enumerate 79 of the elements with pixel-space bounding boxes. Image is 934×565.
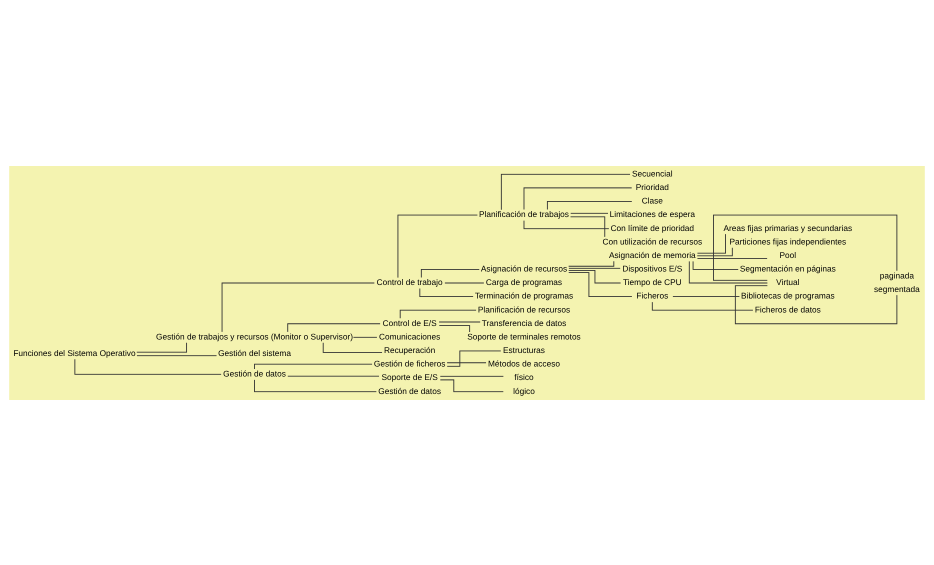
node-text: Soporte de terminales remotos [467, 330, 581, 341]
node-text: Dispositivos E/S [622, 263, 682, 274]
node-text: Virtual [776, 276, 800, 287]
node-text: Transferencia de datos [482, 317, 566, 328]
connector [692, 260, 739, 270]
node-text: Gestión del sistema [218, 348, 291, 358]
connector [254, 363, 373, 369]
connector [419, 288, 474, 297]
connector [568, 267, 621, 268]
connector [446, 350, 502, 366]
node-text: Clase [642, 195, 663, 206]
connector [438, 324, 470, 332]
node-text: Ficheros de datos [754, 304, 821, 314]
node-text: segmentada [874, 283, 920, 294]
node-text: Ficheros [636, 290, 668, 300]
node-text: Gestión de datos [378, 385, 441, 396]
connector [322, 342, 382, 352]
connector [696, 246, 733, 256]
node-text: Soporte de E/S [381, 372, 438, 382]
node-text: Gestión de trabajos y recursos (Monitor o Supervisor) [156, 330, 353, 341]
connector [734, 284, 898, 324]
connector [287, 375, 380, 376]
connector [570, 216, 606, 237]
connector [713, 214, 898, 280]
connector [570, 212, 608, 214]
node-text: Asignación de recursos [480, 263, 568, 274]
node-text: Comunicaciones [378, 330, 440, 341]
connector [688, 260, 768, 283]
node-text: Gestión de datos [223, 368, 286, 378]
node-text: Recuperación [384, 344, 436, 355]
node-text: Segmentación en páginas [740, 263, 836, 274]
node-text: Particiones fijas independientes [729, 236, 846, 246]
node-text: Control de trabajo [376, 276, 443, 287]
connector [440, 378, 504, 392]
node-text: Limitaciones de espera [610, 208, 695, 219]
node-text: Planificación de trabajos [479, 208, 569, 219]
node-text: Areas fijas primarias y secundarias [723, 222, 852, 232]
connector [568, 272, 632, 297]
node-text: Planificación de recursos [478, 304, 570, 314]
node-text: Control de E/S [382, 317, 437, 328]
connector [444, 282, 484, 283]
connector [136, 354, 218, 356]
connector [400, 309, 477, 318]
node-text: Con límite de prioridad [610, 222, 694, 232]
connector [696, 233, 726, 254]
node-text: paginada [880, 270, 914, 280]
node-text: Carga de programas [486, 276, 562, 287]
connector [568, 260, 614, 266]
connector [500, 173, 630, 210]
connector [438, 321, 481, 322]
connector [652, 301, 754, 310]
node-text: Bibliotecas de programas [740, 290, 835, 300]
node-text: Secuencial [632, 168, 673, 178]
node-text: Terminación de programas [474, 290, 574, 300]
node-text: Con utilización de recursos [602, 236, 702, 246]
node-text: Pool [780, 249, 796, 260]
connector [440, 375, 504, 376]
connector [672, 296, 740, 297]
node-text: físico [514, 372, 534, 382]
connector [524, 186, 632, 210]
node-text: Estructuras [503, 344, 545, 355]
connector [524, 220, 610, 229]
connector [546, 200, 632, 210]
node-text: lógico [513, 385, 535, 396]
node-text: Funciones del Sistema Operativo [13, 348, 136, 358]
node-text: Métodos de acceso [488, 358, 560, 368]
connector [568, 270, 622, 283]
connector [352, 336, 378, 338]
connector [222, 282, 375, 332]
connector [136, 342, 188, 352]
connector [420, 268, 480, 278]
connector [397, 214, 478, 278]
connector [446, 362, 487, 363]
node-text: Tiempo de CPU [622, 276, 682, 287]
node-text: Asignación de memoria [608, 249, 696, 260]
connector [74, 358, 222, 374]
node-text: Prioridad [636, 182, 669, 192]
node-text: Gestión de ficheros [374, 358, 446, 368]
connector [254, 378, 377, 392]
